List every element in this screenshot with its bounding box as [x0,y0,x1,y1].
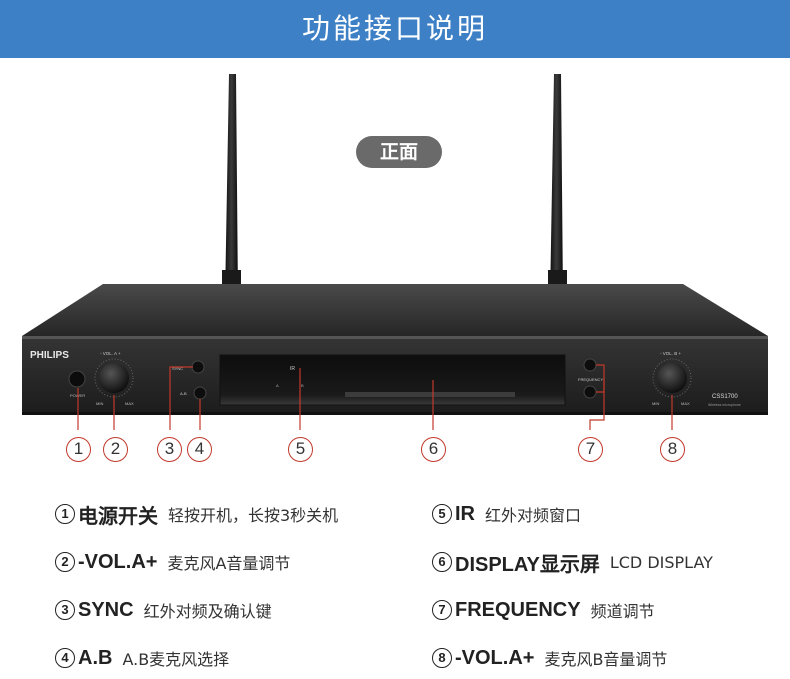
legend-name: FREQUENCY [455,598,581,621]
callout-lines [77,364,673,430]
page-title: 功能接口说明 [301,12,488,45]
legend-item-ab: 4 A.B A.B麦克风选择 [55,642,229,674]
antenna-right [550,74,563,300]
legend-name: -VOL.A+ [455,646,535,669]
power-button [68,370,86,388]
legend-description: 红外对频窗口 [485,506,582,525]
legend-description: LCD DISPLAY [609,552,713,572]
legend-description: 麦克风A音量调节 [167,554,291,573]
legend-number: 8 [432,648,452,668]
callout-3: 3 [157,437,182,462]
callout-5: 5 [288,437,313,462]
ir-label: IR [290,366,295,372]
legend-name: IR [455,502,475,525]
legend-item-vol-a: 2 -VOL.A+ 麦克风A音量调节 [55,546,290,578]
ab-label: A-B [180,391,187,396]
frequency-up-button [583,358,597,372]
channel-b-label: B [301,383,304,388]
vol-b-knob [657,363,687,393]
callout-2: 2 [103,437,128,462]
legend-item-display: 6 DISPLAY显示屏 LCD DISPLAY [432,546,713,578]
antenna-left-base [222,270,241,286]
legend-name: SYNC [78,598,134,621]
channel-a-label: A [276,383,279,388]
sync-button [191,360,205,374]
callout-6: 6 [421,437,446,462]
header-banner: 功能接口说明 [0,0,790,58]
legend-number: 2 [55,552,75,572]
vol-a-knob [99,363,129,393]
frequency-down-button [583,385,597,399]
legend-item-vol-b: 8 -VOL.A+ 麦克风B音量调节 [432,642,667,674]
legend-name: DISPLAY显示屏 [455,553,600,576]
model-subtitle: Wireless microphone [708,403,741,407]
vol-a-label: - VOL. A + [100,351,121,356]
legend-number: 6 [432,552,452,572]
view-label-badge: 正面 [356,136,442,168]
brand-logo: PHILIPS [30,350,69,361]
legend-description: 轻按开机，长按3秒关机 [168,506,339,525]
vol-b-min-label: MIN [652,401,659,406]
chassis-top [22,284,768,336]
legend-name: A.B [78,646,113,669]
receiver-device-illustration: PHILIPS POWER - VOL. A + MIN MAX SYNC A-… [22,74,768,430]
legend-number: 1 [55,504,75,524]
legend-name: -VOL.A+ [78,550,158,573]
legend-number: 3 [55,600,75,620]
vol-b-label: - VOL. B + [660,351,682,356]
callout-4: 4 [187,437,212,462]
sync-label: SYNC [172,366,183,371]
model-name: CSS1700 [712,394,738,400]
legend-item-power: 1 电源开关 轻按开机，长按3秒关机 [55,498,338,530]
legend-name: 电源开关 [78,505,158,528]
legend-item-frequency: 7 FREQUENCY 频道调节 [432,594,655,626]
legend-number: 7 [432,600,452,620]
legend-description: 红外对频及确认键 [143,602,272,621]
antenna-left [225,74,238,300]
legend-number: 4 [55,648,75,668]
antenna-right-base [548,270,567,286]
callout-8: 8 [660,437,685,462]
vol-b-max-label: MAX [681,401,690,406]
vol-a-min-label: MIN [96,401,103,406]
callout-7: 7 [578,437,603,462]
legend-description: A.B麦克风选择 [122,650,230,669]
legend-number: 5 [432,504,452,524]
ab-button [193,386,207,400]
legend-item-sync: 3 SYNC 红外对频及确认键 [55,594,272,626]
legend-description: 频道调节 [590,602,655,621]
vol-a-max-label: MAX [125,401,134,406]
callout-1: 1 [66,437,91,462]
legend-item-ir: 5 IR 红外对频窗口 [432,498,581,530]
frequency-label: FREQUENCY [578,377,603,382]
legend-description: 麦克风B音量调节 [544,650,668,669]
lcd-display [219,354,566,406]
